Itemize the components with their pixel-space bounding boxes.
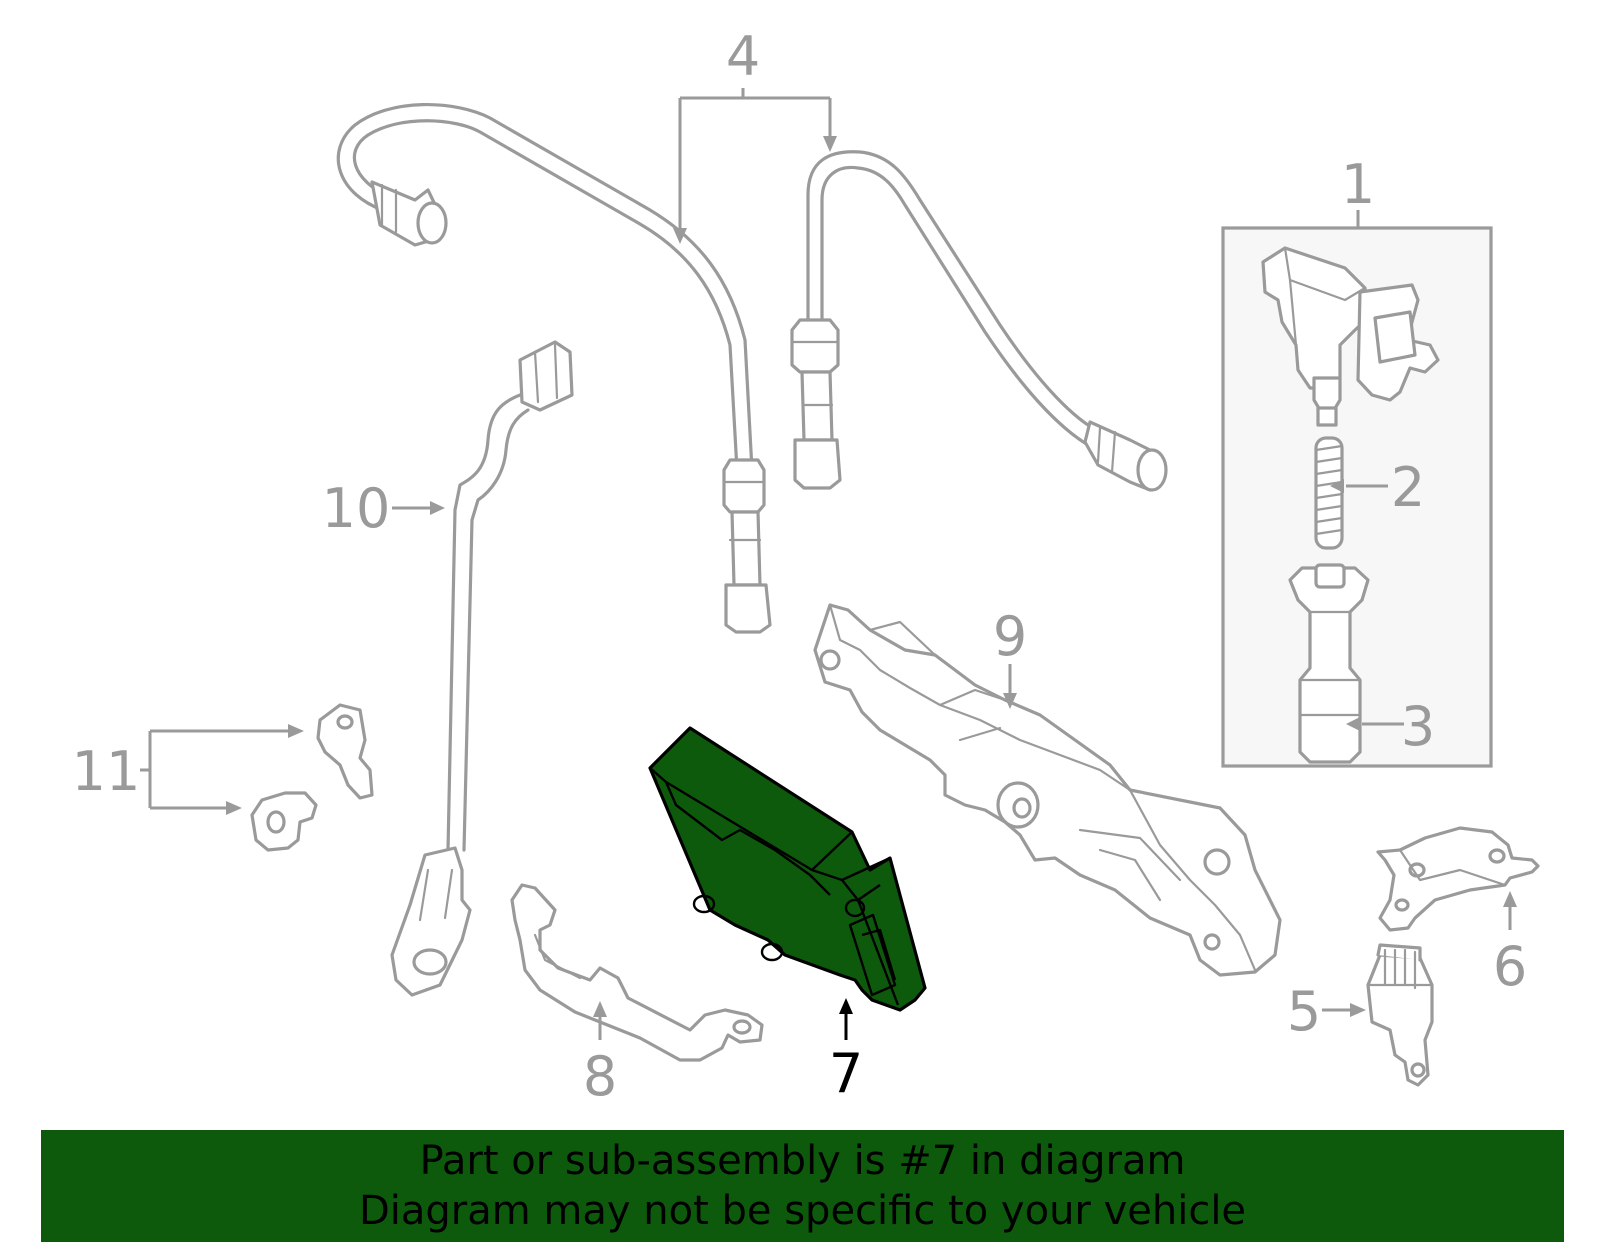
- callout-11: 11: [72, 740, 141, 803]
- part-3-coil-boot[interactable]: [1288, 563, 1370, 764]
- callout-1: 1: [1341, 153, 1375, 216]
- part-7-control-module[interactable]: [648, 726, 927, 1012]
- callout-6: 6: [1493, 935, 1527, 998]
- callout-3: 3: [1401, 695, 1435, 758]
- callout-5: 5: [1287, 980, 1321, 1043]
- part-6-bracket[interactable]: [1376, 826, 1540, 932]
- banner-line-2: Diagram may not be specific to your vehi…: [358, 1188, 1247, 1234]
- part-8-bracket[interactable]: [510, 883, 764, 1062]
- part-1-ignition-coil-assembly[interactable]: [1221, 226, 1493, 768]
- banner-line-1: Part or sub-assembly is #7 in diagram: [419, 1138, 1186, 1184]
- part-4-oxygen-sensors[interactable]: [336, 102, 1168, 634]
- callout-9: 9: [993, 605, 1027, 668]
- part-11-brackets[interactable]: [250, 703, 374, 852]
- part-9-bracket[interactable]: [813, 603, 1282, 977]
- callout-2: 2: [1391, 456, 1425, 519]
- part-10-sensor[interactable]: [390, 340, 574, 997]
- callout-leaders: [140, 88, 1517, 1040]
- part-5-sensor[interactable]: [1366, 943, 1434, 1087]
- callout-10: 10: [322, 477, 391, 540]
- callout-8: 8: [583, 1045, 617, 1108]
- notice-banner: Part or sub-assembly is #7 in diagram Di…: [41, 1130, 1564, 1242]
- callout-4: 4: [726, 25, 760, 88]
- callout-7: 7: [829, 1042, 863, 1105]
- part-2-spring[interactable]: [1314, 436, 1344, 550]
